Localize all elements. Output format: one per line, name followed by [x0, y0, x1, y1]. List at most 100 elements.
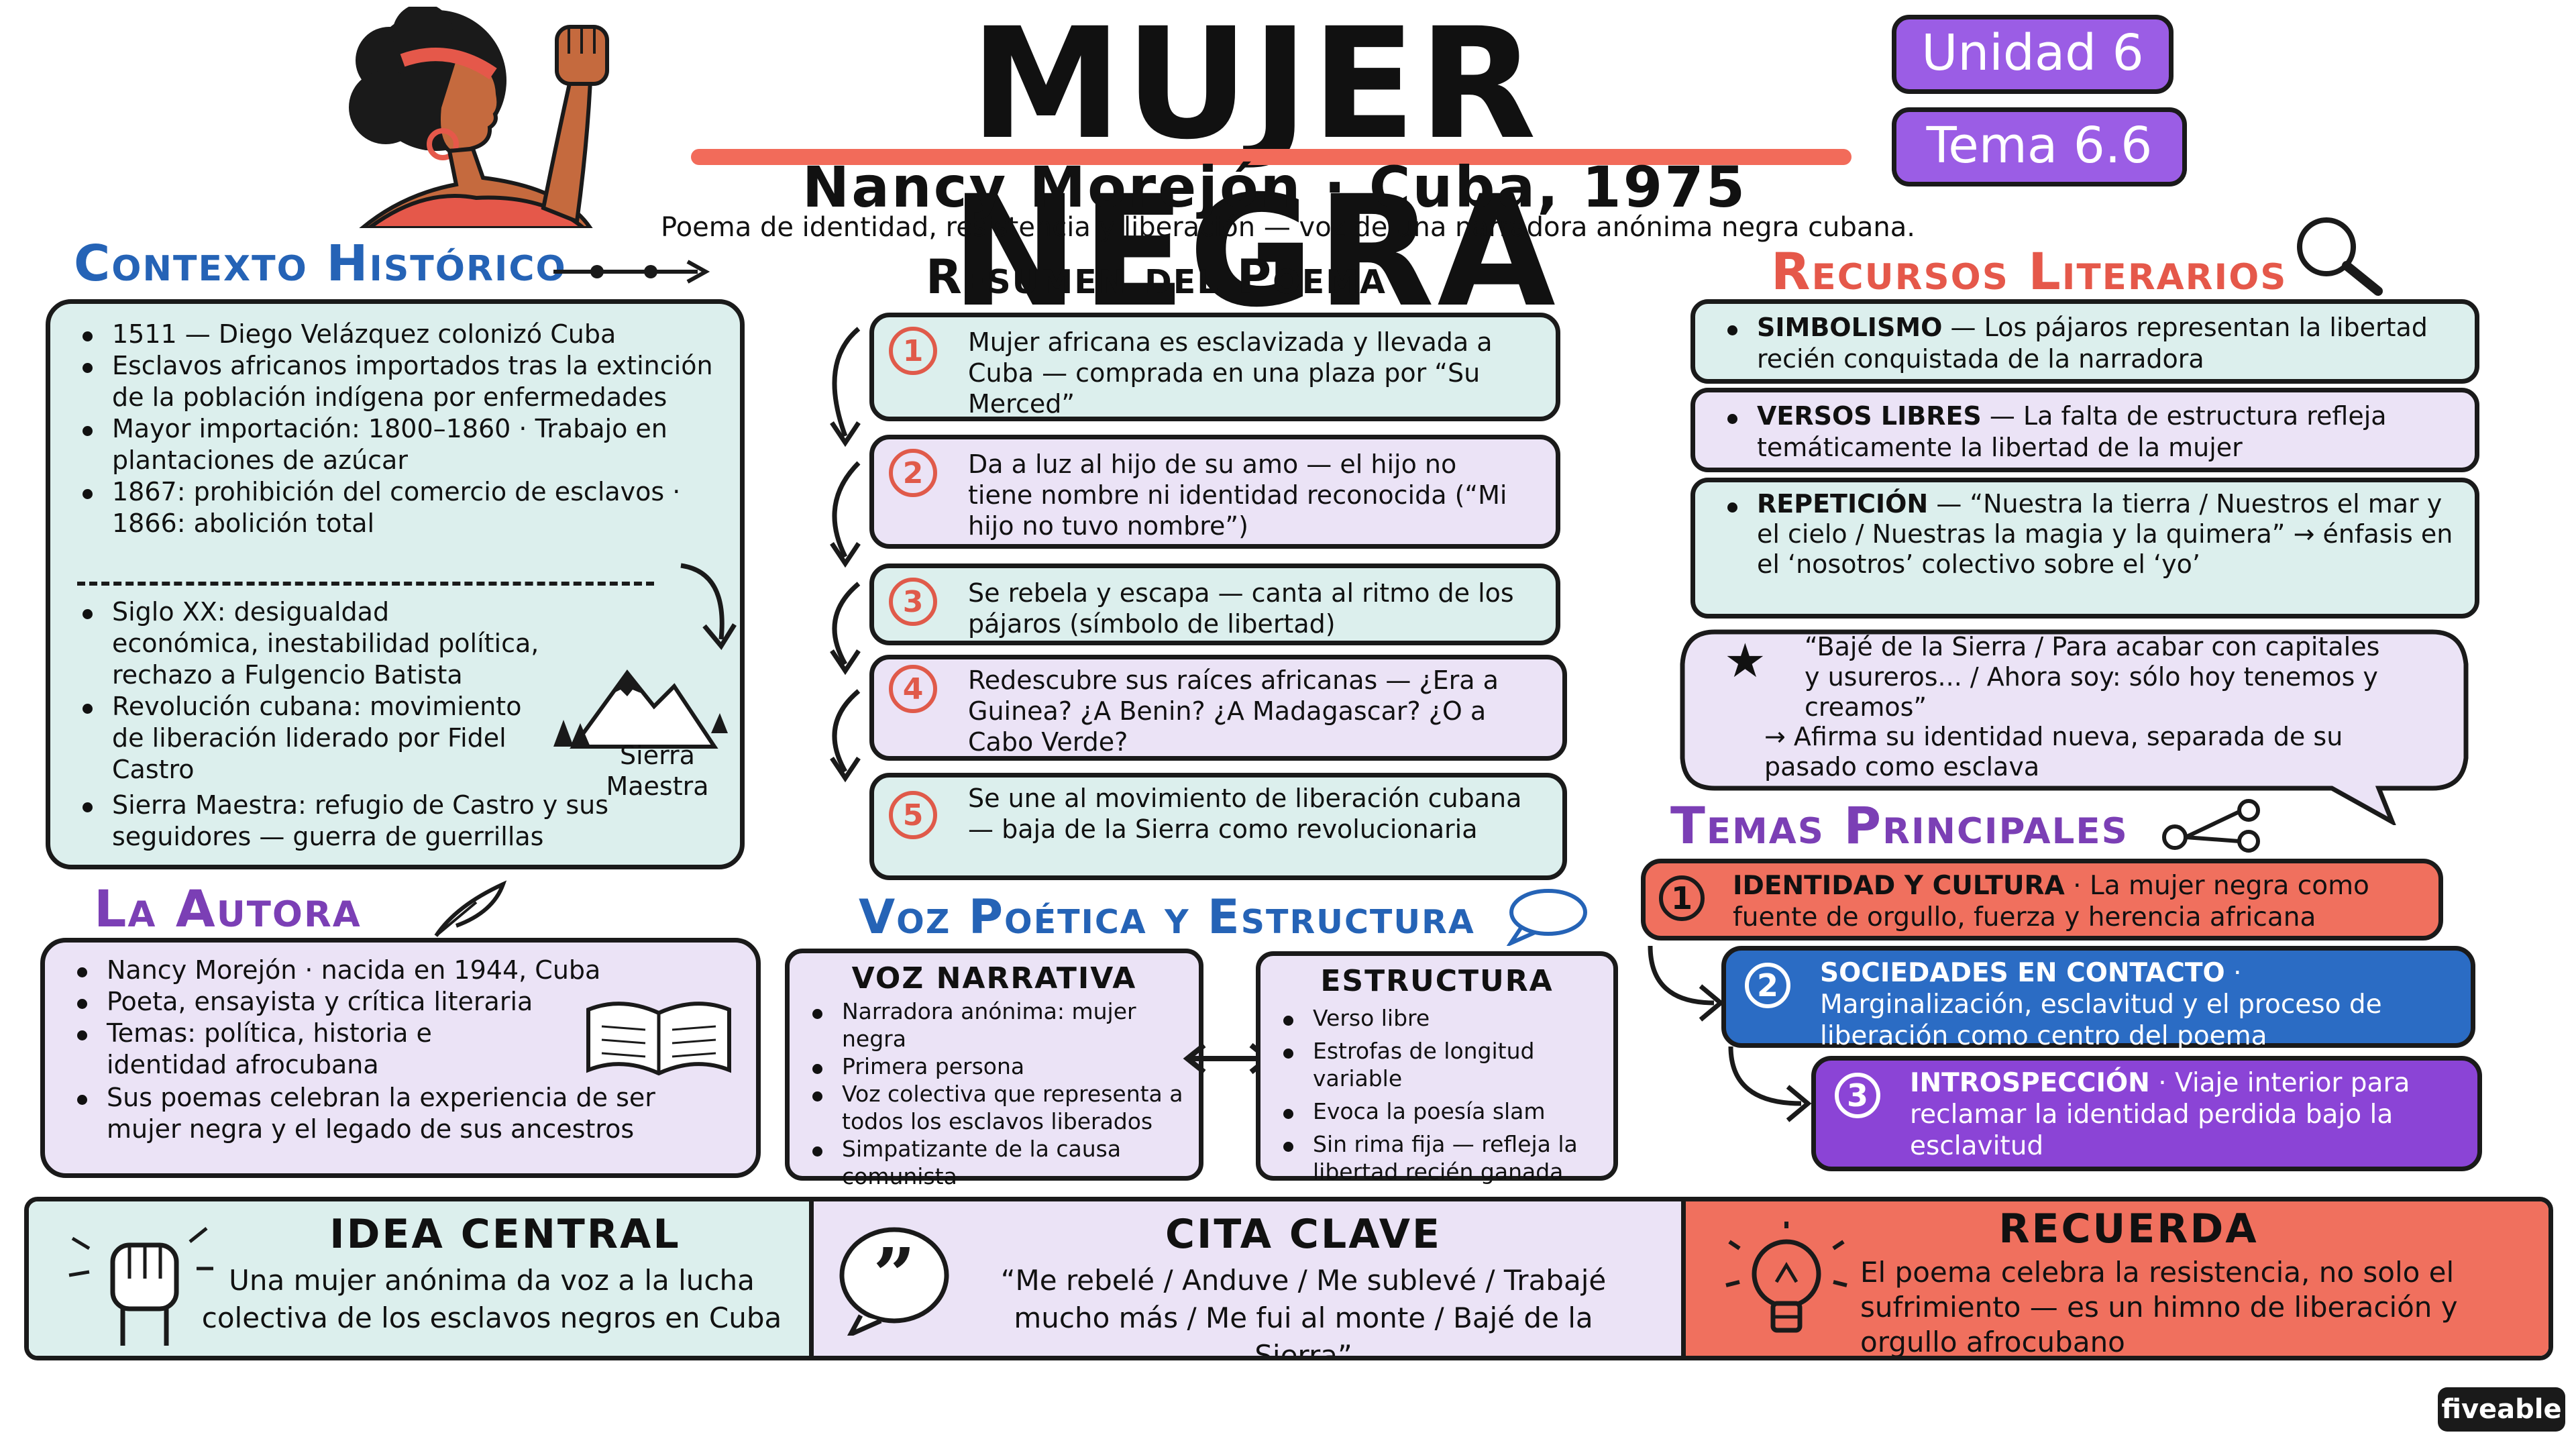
voz-narrativa-item: Primera persona — [803, 1053, 1185, 1080]
tema-title: SOCIEDADES EN CONTACTO — [1820, 958, 2225, 988]
estructura-item: Evoca la poesía slam — [1274, 1097, 1609, 1125]
footer-panel: IDEA CENTRAL Una mujer anónima da voz a … — [24, 1197, 2553, 1360]
voz-narrativa-item: Narradora anónima: mujer negra — [803, 998, 1185, 1053]
page-title: MUJER NEGRA — [951, 0, 1558, 341]
resumen-step: 3 Se rebela y escapa — canta al ritmo de… — [869, 564, 1560, 645]
autora-heading: La Autora — [94, 879, 362, 938]
tema-title: IDENTIDAD Y CULTURA — [1733, 871, 2065, 901]
estructura-item: Sin rima fija — refleja la libertad reci… — [1274, 1130, 1609, 1185]
title-underline — [691, 149, 1851, 165]
woman-raised-fist-illustration — [349, 7, 609, 228]
recursos-quote: “Bajé de la Sierra / Para acabar con cap… — [1805, 632, 2380, 722]
recursos-quote-note: → Afirma su identidad nueva, separada de… — [1764, 722, 2343, 782]
resumen-step: 1 Mujer africana es esclavizada y llevad… — [869, 313, 1560, 421]
resumen-step: 4 Redescubre sus raíces africanas — ¿Era… — [869, 655, 1567, 761]
tema-text: · Viaje interior para reclamar la identi… — [1910, 1068, 2410, 1161]
step-number: 4 — [889, 665, 937, 713]
cita-clave-section: ” CITA CLAVE “Me rebelé / Anduve / Me su… — [814, 1201, 1686, 1356]
step-number: 5 — [889, 791, 937, 839]
quill-icon — [434, 880, 507, 937]
step-text: Da a luz al hijo de su amo — el hijo no … — [968, 449, 1507, 541]
voz-narrativa-panel: VOZ NARRATIVA Narradora anónima: mujer n… — [785, 949, 1203, 1189]
temas-heading: Temas Principales — [1670, 796, 2129, 855]
contexto-item: Revolución cubana: movimiento de liberac… — [73, 691, 543, 786]
tema-text: · Marginalización, esclavitud y el proce… — [1820, 958, 2382, 1051]
autora-item: Nancy Morejón · nacida en 1944, Cuba — [68, 955, 604, 986]
svg-text:”: ” — [873, 1232, 915, 1318]
curved-arrow-icon — [1728, 1046, 1812, 1122]
tema-3: 3 INTROSPECCIÓN · Viaje interior para re… — [1811, 1056, 2482, 1171]
unit-badge: Unidad 6 — [1892, 15, 2174, 94]
autora-item: Sus poemas celebran la experiencia de se… — [68, 1082, 725, 1145]
star-icon: ★ — [1724, 633, 1766, 688]
recurso-term: SIMBOLISMO — [1757, 313, 1943, 342]
recuerda-section: RECUERDA El poema celebra la resistencia… — [1686, 1201, 2548, 1356]
tema-text: · La mujer negra como fuente de orgullo,… — [1733, 871, 2369, 932]
step-text: Se rebela y escapa — canta al ritmo de l… — [968, 578, 1514, 639]
recurso-simbolismo: SIMBOLISMO — Los pájaros representan la … — [1690, 299, 2479, 384]
voz-narrativa-item: Voz colectiva que representa a todos los… — [803, 1080, 1185, 1135]
tema-number: 1 — [1659, 875, 1705, 921]
resumen-step: 2 Da a luz al hijo de su amo — el hijo n… — [869, 435, 1560, 549]
recurso-text: — “Nuestra la tierra / Nuestros el mar y… — [1757, 489, 2453, 579]
tema-number: 2 — [1745, 963, 1790, 1008]
autora-item: Poeta, ensayista y crítica literaria — [68, 986, 604, 1018]
recurso-versos-libres: VERSOS LIBRES — La falta de estructura r… — [1690, 388, 2479, 472]
step-text: Se une al movimiento de liberación cuban… — [968, 784, 1522, 844]
recuerda-text: El poema celebra la resistencia, no solo… — [1860, 1256, 2458, 1358]
resumen-step: 5 Se une al movimiento de liberación cub… — [869, 773, 1567, 880]
contexto-item: Sierra Maestra: refugio de Castro y sus … — [73, 790, 717, 853]
brand-logo: fiveable — [2438, 1387, 2565, 1432]
lightbulb-icon — [1725, 1222, 1847, 1333]
contexto-item: Mayor importación: 1800–1860 · Trabajo e… — [73, 413, 717, 476]
idea-central-section: IDEA CENTRAL Una mujer anónima da voz a … — [29, 1201, 814, 1356]
cita-clave-title: CITA CLAVE — [1165, 1211, 1442, 1258]
page-description: Poema de identidad, resistencia y libera… — [661, 212, 1915, 243]
recurso-text: — La falta de estructura refleja temátic… — [1757, 401, 2387, 462]
idea-central-text: Una mujer anónima da voz a la lucha cole… — [201, 1264, 782, 1334]
contexto-item: Esclavos africanos importados tras la ex… — [73, 350, 717, 413]
mountain-label: Sierra Maestra — [606, 741, 709, 801]
estructura-title: ESTRUCTURA — [1320, 964, 1554, 998]
voz-narrativa-item: Simpatizante de la causa comunista — [803, 1135, 1185, 1190]
page-subtitle: Nancy Morejón · Cuba, 1975 — [802, 154, 1748, 220]
curved-arrow-icon — [680, 563, 737, 650]
autora-item: Temas: política, historia e identidad af… — [68, 1018, 443, 1081]
timeline-arrow-icon — [553, 260, 710, 284]
autora-panel: Nancy Morejón · nacida en 1944, Cuba Poe… — [40, 938, 761, 1178]
estructura-panel: ESTRUCTURA Verso libre Estrofas de longi… — [1256, 951, 1618, 1185]
estructura-item: Verso libre — [1274, 1004, 1609, 1032]
contexto-panel: 1511 — Diego Velázquez colonizó Cuba Esc… — [46, 299, 745, 869]
voz-narrativa-title: VOZ NARRATIVA — [851, 961, 1137, 996]
fist-icon — [68, 1227, 213, 1346]
topic-badge: Tema 6.6 — [1892, 107, 2187, 186]
step-number: 2 — [889, 449, 937, 497]
recurso-text: — Los pájaros representan la libertad re… — [1757, 313, 2428, 374]
recuerda-title: RECUERDA — [1998, 1205, 2259, 1252]
tema-title: INTROSPECCIÓN — [1910, 1068, 2150, 1098]
step-number: 1 — [889, 327, 937, 375]
curved-arrow-icon — [1648, 945, 1725, 1022]
resumen-heading: Resumen del Poema — [926, 250, 1387, 305]
flow-arrows-icon — [830, 327, 861, 783]
quote-bubble-shape — [1680, 629, 2469, 825]
recurso-term: REPETICIÓN — [1757, 489, 1929, 519]
voz-heading: Voz Poética y Estructura — [859, 890, 1475, 945]
book-icon — [586, 1002, 731, 1076]
step-number: 3 — [889, 578, 937, 626]
step-text: Mujer africana es esclavizada y llevada … — [968, 327, 1493, 419]
tema-2: 2 SOCIEDADES EN CONTACTO · Marginalizaci… — [1721, 946, 2475, 1051]
tema-1: 1 IDENTIDAD Y CULTURA · La mujer negra c… — [1641, 859, 2443, 941]
recursos-heading: Recursos Literarios — [1771, 241, 2288, 301]
contexto-item: 1511 — Diego Velázquez colonizó Cuba — [73, 319, 717, 350]
network-icon — [2162, 799, 2260, 853]
divider — [77, 582, 654, 586]
contexto-heading: Contexto Histórico — [74, 235, 567, 292]
recurso-term: VERSOS LIBRES — [1757, 401, 1982, 431]
cita-clave-text: “Me rebelé / Anduve / Me sublevé / Traba… — [1000, 1264, 1607, 1360]
idea-central-title: IDEA CENTRAL — [329, 1211, 681, 1258]
speech-bubble-icon — [1506, 889, 1587, 946]
quote-icon: ” — [839, 1227, 949, 1336]
tema-number: 3 — [1835, 1073, 1880, 1118]
magnifier-icon — [2297, 217, 2383, 296]
